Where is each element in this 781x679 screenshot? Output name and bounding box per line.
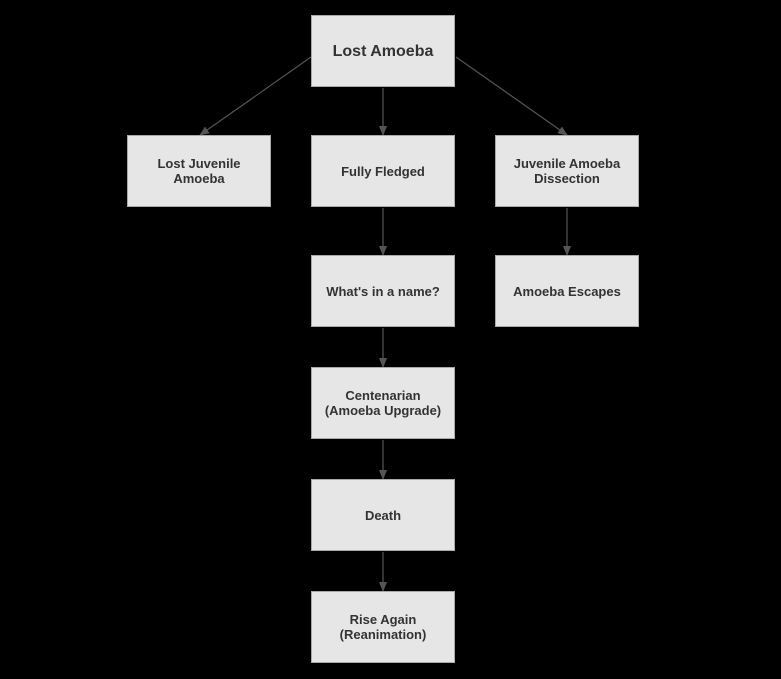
node-centenarian[interactable]: Centenarian (Amoeba Upgrade) (311, 367, 455, 439)
edge-root-to-juvenile (199, 56, 312, 136)
node-amoeba-escapes[interactable]: Amoeba Escapes (495, 255, 639, 327)
node-rise-again[interactable]: Rise Again (Reanimation) (311, 591, 455, 663)
edge-root-to-dissection (455, 56, 568, 136)
node-whats-in-a-name[interactable]: What's in a name? (311, 255, 455, 327)
node-fully-fledged[interactable]: Fully Fledged (311, 135, 455, 207)
node-lost-amoeba[interactable]: Lost Amoeba (311, 15, 455, 87)
node-death[interactable]: Death (311, 479, 455, 551)
node-juvenile-amoeba-dissection[interactable]: Juvenile Amoeba Dissection (495, 135, 639, 207)
node-lost-juvenile-amoeba[interactable]: Lost Juvenile Amoeba (127, 135, 271, 207)
